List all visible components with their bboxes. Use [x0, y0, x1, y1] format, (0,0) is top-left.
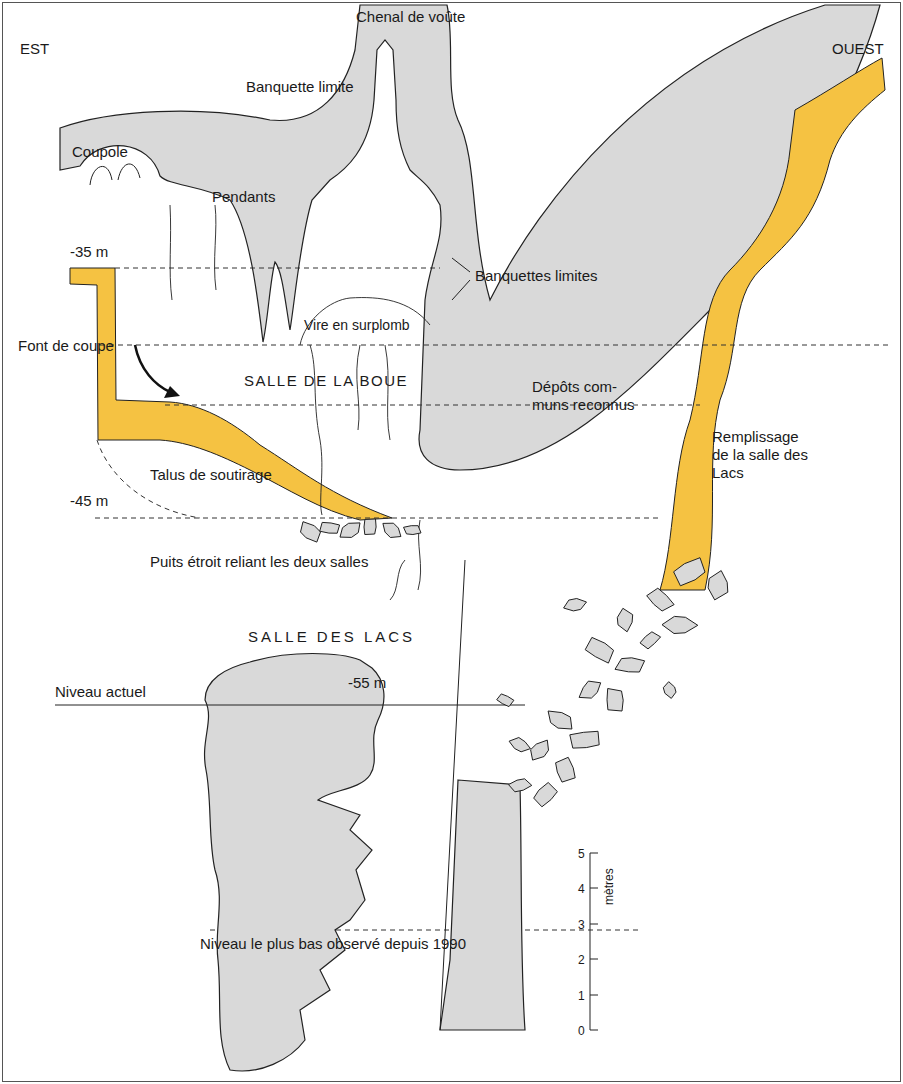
boulder	[640, 632, 661, 649]
feature-label: Pendants	[212, 188, 275, 206]
deposit-right	[660, 58, 885, 590]
leader-lines	[452, 258, 470, 300]
frame	[3, 3, 901, 1082]
deposit-left	[70, 268, 392, 520]
boulder	[585, 637, 613, 663]
boulder	[509, 779, 532, 792]
boulder	[509, 738, 530, 752]
feature-label: Banquette limite	[246, 78, 354, 96]
water-level	[55, 705, 525, 706]
level-label: Niveau actuel	[55, 683, 146, 701]
boulder	[531, 740, 549, 760]
fractures	[170, 205, 430, 600]
boulder	[617, 608, 632, 632]
boulder	[579, 681, 601, 698]
shaft-column	[440, 780, 525, 1030]
feature-label: Banquettes limites	[475, 267, 598, 285]
boulder	[662, 616, 698, 633]
boulder	[404, 526, 422, 535]
boulder	[383, 523, 401, 537]
flow-arrow	[135, 345, 170, 392]
feature-label: Puits étroit reliant les deux salles	[150, 553, 368, 571]
shaft-wall	[440, 560, 465, 1030]
depth-label: -55 m	[348, 674, 386, 692]
depth-label: -35 m	[70, 243, 108, 261]
scale-number: 4	[578, 880, 585, 898]
boulder	[615, 658, 645, 672]
boulder	[364, 519, 376, 535]
room-name: SALLE DE LA BOUE	[244, 372, 408, 390]
scale-bar	[590, 853, 598, 1030]
room-name: SALLE DES LACS	[248, 628, 415, 646]
boulder	[708, 571, 728, 600]
boulder	[534, 783, 558, 807]
direction-label: EST	[20, 40, 49, 58]
boulder	[548, 711, 572, 729]
feature-label: Talus de soutirage	[150, 466, 272, 484]
depth-label: -45 m	[70, 492, 108, 510]
boulder	[301, 522, 321, 542]
scale-number: 1	[578, 987, 585, 1005]
feature-label: Chenal de voûte	[356, 8, 465, 26]
boulder	[320, 522, 340, 533]
boulder	[564, 599, 587, 611]
deposit-label: Remplissage de la salle des Lacs	[712, 428, 808, 482]
direction-label: OUEST	[832, 40, 884, 58]
deposit-label: Dépôts com- muns reconnus	[532, 378, 644, 414]
boulder	[607, 689, 623, 712]
feature-label: Coupole	[72, 143, 128, 161]
scale-number: 2	[578, 951, 585, 969]
boulder	[674, 558, 705, 586]
feature-label: Font de coupe	[18, 337, 114, 355]
scale-unit: mètres	[600, 868, 618, 905]
scale-number: 0	[578, 1022, 585, 1040]
level-label: Niveau le plus bas observé depuis 1990	[200, 935, 466, 953]
boulder	[647, 588, 674, 611]
arrow-head	[164, 386, 180, 398]
boulder	[556, 757, 576, 782]
boulder	[497, 694, 514, 707]
boulder	[570, 731, 599, 748]
boulder	[340, 523, 360, 538]
feature-label: Vire en surplomb	[304, 316, 410, 334]
boulder	[663, 682, 676, 699]
lake-water	[205, 654, 384, 1071]
coupole-arcs	[90, 164, 140, 185]
scale-number: 5	[578, 845, 585, 863]
scale-number: 3	[578, 916, 585, 934]
